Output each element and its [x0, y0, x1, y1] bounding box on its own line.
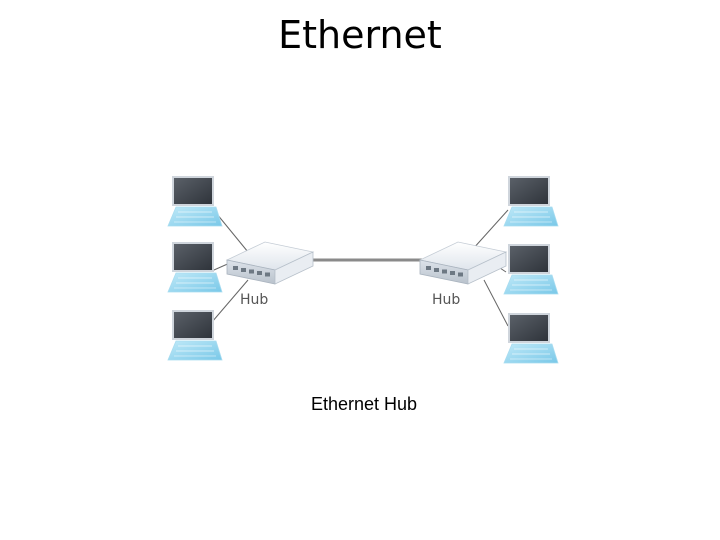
cable-right-1 — [471, 209, 509, 251]
hub-label-left: Hub — [240, 292, 268, 308]
laptop-icon — [167, 241, 223, 293]
diagram-caption: Ethernet Hub — [310, 394, 418, 414]
cable-right-3 — [483, 279, 509, 327]
cable-left-3 — [211, 279, 249, 323]
slide-title: Ethernet — [278, 13, 442, 57]
laptop-icon — [503, 312, 559, 364]
laptop-icon — [503, 243, 559, 295]
laptop-icon — [167, 175, 223, 227]
laptop-icon — [503, 175, 559, 227]
hub-icon — [419, 241, 507, 285]
hub-icon — [226, 241, 314, 285]
laptop-icon — [167, 309, 223, 361]
hub-label-right: Hub — [432, 292, 460, 308]
